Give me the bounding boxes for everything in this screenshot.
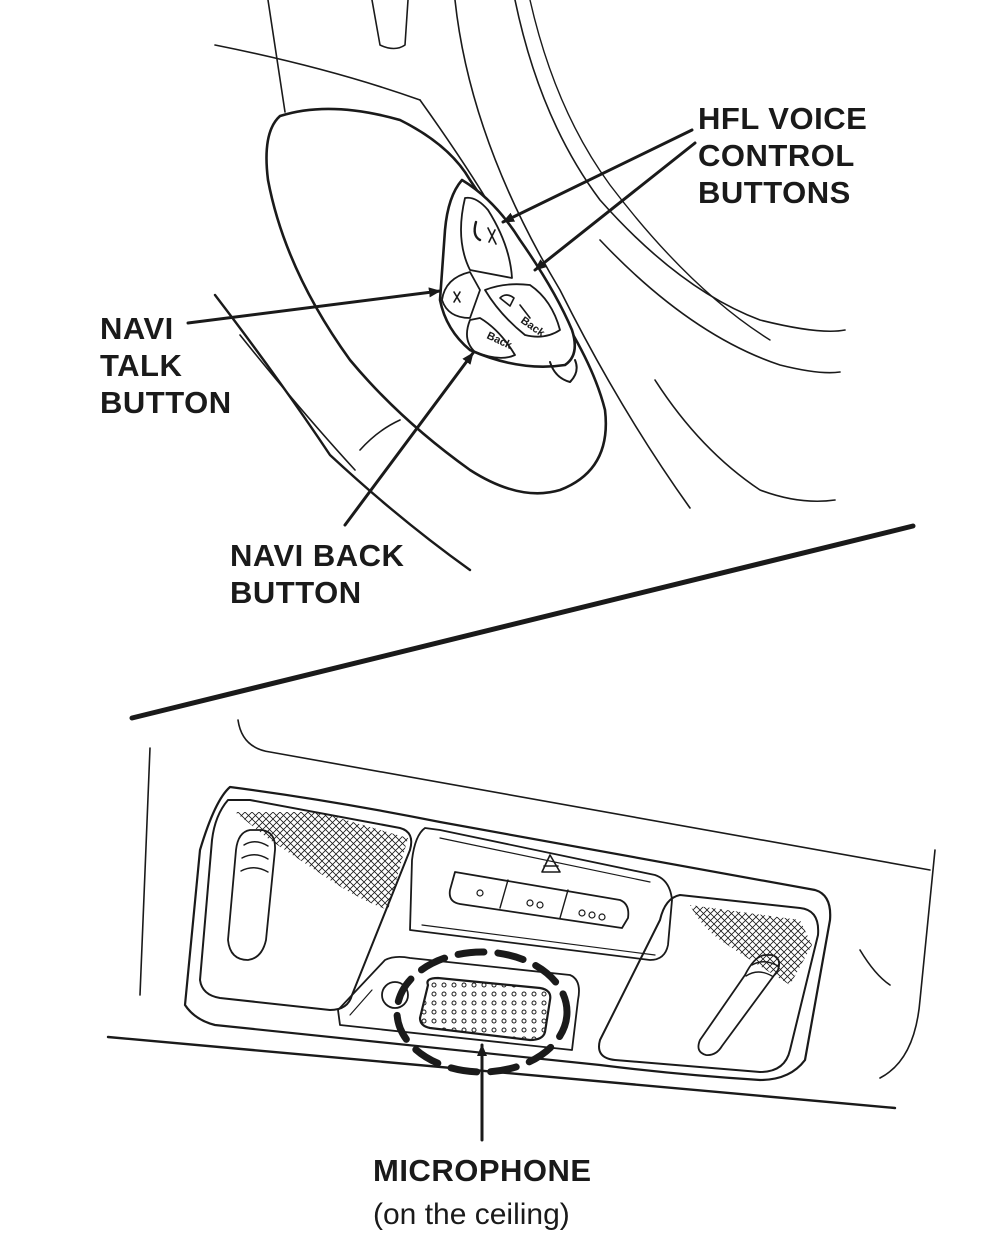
microphone-location-note: (on the ceiling)	[373, 1198, 570, 1231]
microphone-label: MICROPHONE	[373, 1152, 592, 1189]
microphone-title: MICROPHONE	[373, 1153, 592, 1188]
hfl-label-line-2: CONTROL	[698, 138, 855, 173]
hfl-voice-control-label: HFL VOICE CONTROL BUTTONS	[698, 100, 867, 211]
steering-wheel-illustration	[129, 0, 916, 721]
navi-back-line-2: BUTTON	[230, 575, 362, 610]
navi-talk-line-2: TALK	[100, 348, 183, 383]
steering-switch-cluster	[438, 178, 578, 383]
hfl-label-line-1: HFL VOICE	[698, 101, 868, 136]
hfl-arrow-upper	[501, 128, 694, 224]
leader-lines	[186, 128, 697, 1142]
navi-back-line-1: NAVI BACK	[230, 538, 405, 573]
navi-talk-line-1: NAVI	[100, 311, 174, 346]
navi-back-label: NAVI BACK BUTTON	[230, 537, 404, 611]
hfl-label-line-3: BUTTONS	[698, 175, 851, 210]
microphone-highlight-circle	[393, 948, 571, 1076]
hfl-arrow-lower	[533, 141, 697, 272]
navi-talk-arrow	[186, 287, 442, 325]
ceiling-console-illustration	[106, 719, 936, 1110]
navi-talk-line-3: BUTTON	[100, 385, 232, 420]
navi-talk-label: NAVI TALK BUTTON	[100, 310, 232, 421]
navi-back-arrow	[343, 351, 475, 527]
